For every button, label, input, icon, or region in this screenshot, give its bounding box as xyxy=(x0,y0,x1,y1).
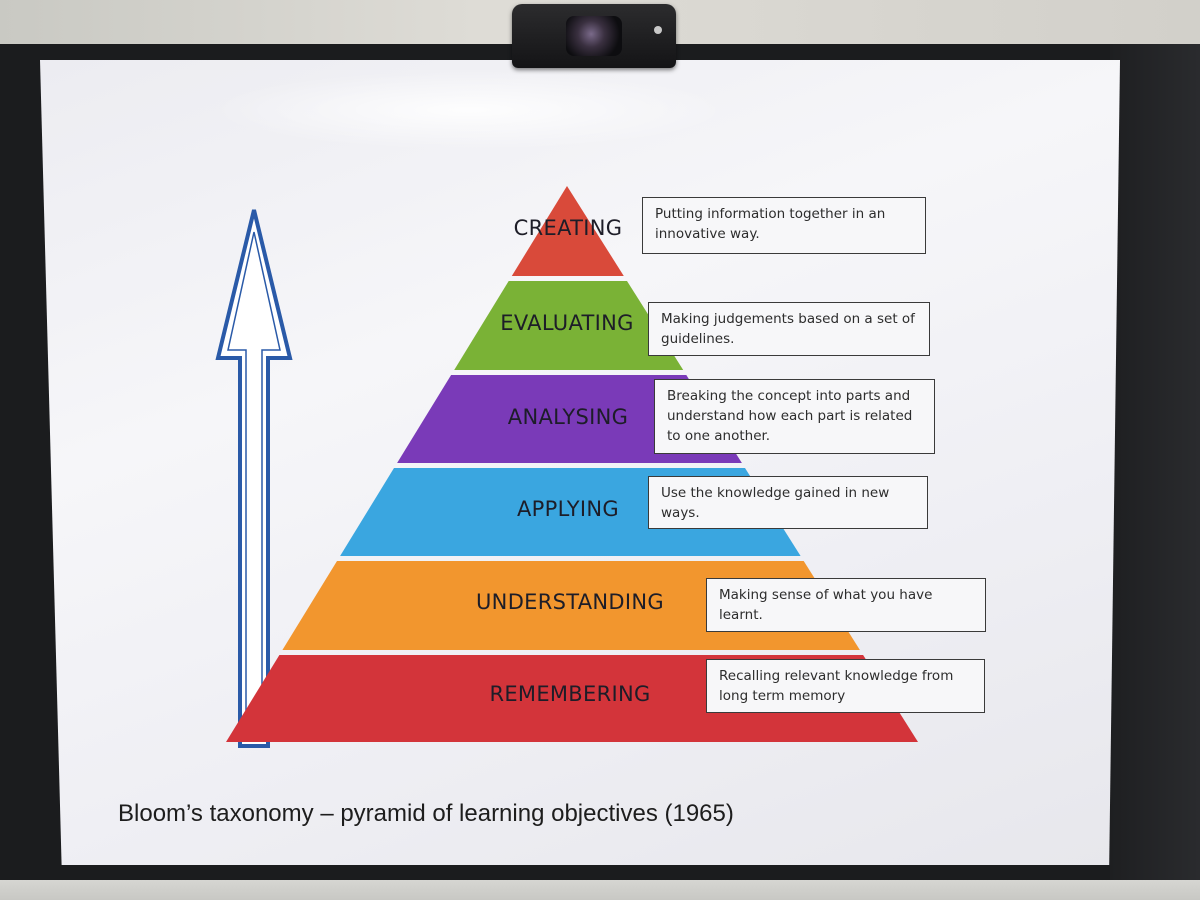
monitor-bezel-right xyxy=(1110,44,1200,889)
level-label-evaluating: EVALUATING xyxy=(500,311,634,335)
level-label-understanding: UNDERSTANDING xyxy=(476,590,664,614)
up-arrow-outline xyxy=(215,209,293,748)
level-label-creating: CREATING xyxy=(513,216,623,240)
level-label-applying: APPLYING xyxy=(516,497,620,521)
level-label-analysing: ANALYSING xyxy=(507,405,629,429)
pyramid-layer-evaluating xyxy=(454,281,684,370)
description-box-applying: Use the knowledge gained in new ways. xyxy=(648,476,928,529)
desk-edge xyxy=(0,880,1200,900)
level-label-remembering: REMEMBERING xyxy=(489,682,651,706)
description-box-creating: Putting information together in an innov… xyxy=(642,197,926,254)
webcam xyxy=(512,4,676,68)
description-box-remembering: Recalling relevant knowledge from long t… xyxy=(706,659,985,713)
description-box-understanding: Making sense of what you have learnt. xyxy=(706,578,986,632)
slide-caption: Bloom’s taxonomy – pyramid of learning o… xyxy=(118,800,734,827)
description-box-analysing: Breaking the concept into parts and unde… xyxy=(654,379,935,454)
pyramid-layer-creating xyxy=(511,186,624,276)
webcam-lens-icon xyxy=(566,16,622,56)
description-box-evaluating: Making judgements based on a set of guid… xyxy=(648,302,930,356)
webcam-logo-icon xyxy=(654,26,662,34)
